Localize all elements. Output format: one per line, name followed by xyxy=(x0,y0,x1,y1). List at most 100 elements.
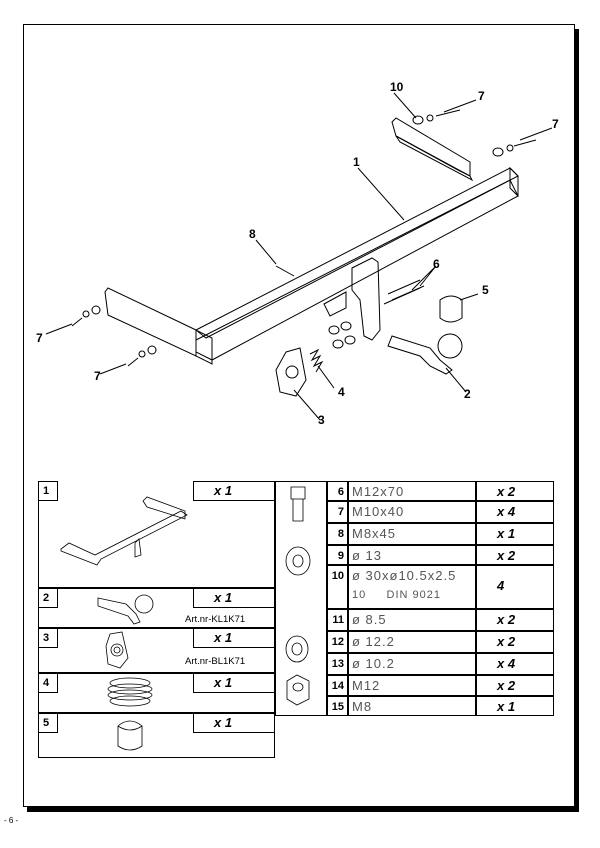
spec-desc-cell: ø 12.2 xyxy=(348,631,476,653)
spec-desc: M8x45 xyxy=(352,526,397,541)
towball-icon xyxy=(97,594,154,625)
spec-num: 6 xyxy=(337,486,344,498)
part-qty: x 1 xyxy=(214,675,233,690)
bolts-m12 xyxy=(383,279,425,305)
ball-cap-icon xyxy=(117,720,143,751)
exploded-diagram: 1 2 3 4 5 6 7 7 7 7 8 10 xyxy=(36,80,559,427)
callout-2: 2 xyxy=(464,387,471,401)
spec-qty: x 2 xyxy=(497,678,516,693)
spec-num: 7 xyxy=(337,506,344,518)
spec-num: 13 xyxy=(331,658,344,670)
spec-desc-cell: M8x45 xyxy=(348,523,476,545)
spec-qty: x 4 xyxy=(497,504,516,519)
spec-num: 12 xyxy=(331,636,344,648)
spec-qty-cell: x 1 xyxy=(476,523,554,545)
spec-desc-cell: ø 13 xyxy=(348,545,476,565)
spec-desc: ø 10.2 xyxy=(352,656,395,671)
washer-icon xyxy=(285,546,311,576)
part-cell-1 xyxy=(38,481,275,588)
spec-desc: ø 30xø10.5x2.5 xyxy=(352,568,457,583)
spec-desc: M12x70 xyxy=(352,484,405,499)
callout-7-lower: 7 xyxy=(94,369,101,383)
part-num: 1 xyxy=(43,485,50,497)
spec-qty-cell: x 2 xyxy=(476,675,554,696)
spec-num-cell: 11 xyxy=(327,609,348,631)
socket-plate xyxy=(275,347,307,397)
spec-num: 11 xyxy=(332,614,344,626)
spec-desc-cell: ø 10.2 xyxy=(348,653,476,675)
callout-7-top: 7 xyxy=(478,89,485,103)
bolt-m8 xyxy=(275,265,295,277)
crossbar-front xyxy=(195,179,519,361)
spec-qty: x 4 xyxy=(497,656,516,671)
part-num: 5 xyxy=(43,717,50,729)
spring xyxy=(309,348,324,373)
spec-desc-cell: ø 8.5 xyxy=(348,609,476,631)
page-frame xyxy=(23,24,575,807)
socket-plate-icon xyxy=(105,631,129,669)
spec-qty-cell: x 2 xyxy=(476,545,554,565)
callout-6: 6 xyxy=(433,257,440,271)
spec-desc-cell: M10x40 xyxy=(348,501,476,523)
callout-4: 4 xyxy=(338,385,345,399)
towball-ball xyxy=(437,333,463,359)
spec-qty-cell: x 4 xyxy=(476,653,554,675)
ball-cap xyxy=(439,295,463,323)
callout-3: 3 xyxy=(318,413,325,427)
hardware-icon-strip xyxy=(285,486,311,706)
spec-qty-cell: x 2 xyxy=(476,481,554,501)
towball-neck xyxy=(387,335,453,375)
spec-desc: ø 13 xyxy=(352,548,383,563)
spec-qty-cell: x 2 xyxy=(476,609,554,631)
spec-desc-2: 10 DIN 9021 xyxy=(352,589,441,601)
spec-desc: M10x40 xyxy=(352,504,405,519)
hardware-icons xyxy=(275,481,327,716)
part-qty: x 1 xyxy=(214,715,233,730)
spec-num-cell: 12 xyxy=(327,631,348,653)
spec-qty: x 2 xyxy=(497,484,516,499)
nut-icon xyxy=(286,674,310,706)
spec-num-cell: 14 xyxy=(327,675,348,696)
callout-1: 1 xyxy=(353,155,360,169)
part-qty: x 1 xyxy=(214,483,233,498)
callout-10: 10 xyxy=(390,80,404,94)
part-num: 4 xyxy=(43,677,50,689)
callout-5: 5 xyxy=(482,283,489,297)
spec-qty-cell: x 1 xyxy=(476,696,554,716)
callout-8: 8 xyxy=(249,227,256,241)
spec-num-cell: 10 xyxy=(327,565,348,609)
spec-num: 9 xyxy=(337,550,344,562)
spec-num-cell: 13 xyxy=(327,653,348,675)
spec-num-cell: 6 xyxy=(327,481,348,501)
center-mount xyxy=(351,257,381,341)
washer-10 xyxy=(412,115,424,125)
part-cell-5 xyxy=(38,713,275,758)
bolt-icon xyxy=(290,486,306,522)
article-number: Art.nr-KL1K71 xyxy=(185,614,246,625)
page-number: - 6 - xyxy=(4,816,19,825)
spec-desc-cell: M12x70 xyxy=(348,481,476,501)
lock-washer-icon xyxy=(285,635,309,663)
spec-num-cell: 7 xyxy=(327,501,348,523)
spec-qty-cell: x 2 xyxy=(476,631,554,653)
spec-desc: ø 12.2 xyxy=(352,634,395,649)
part-qty: x 1 xyxy=(214,630,233,645)
spec-qty: x 1 xyxy=(497,699,516,714)
spec-num: 15 xyxy=(331,701,344,713)
spec-qty: x 2 xyxy=(497,612,516,627)
callout-7-right: 7 xyxy=(552,117,559,131)
article-number: Art.nr-BL1K71 xyxy=(185,656,246,667)
spec-desc-cell: M8 xyxy=(348,696,476,716)
spec-num-cell: 15 xyxy=(327,696,348,716)
crossbar-end xyxy=(195,329,213,365)
part-cell-4 xyxy=(38,673,275,713)
crossbar-top xyxy=(195,167,519,339)
spec-qty: x 1 xyxy=(497,526,516,541)
spec-num-cell: 9 xyxy=(327,545,348,565)
spec-qty-cell: 4 xyxy=(476,565,554,609)
spec-desc: M12 xyxy=(352,678,381,693)
spec-qty: 4 xyxy=(497,578,505,593)
crossbar-icon xyxy=(60,496,188,566)
spec-qty: x 2 xyxy=(497,634,516,649)
spec-num: 10 xyxy=(331,570,344,582)
